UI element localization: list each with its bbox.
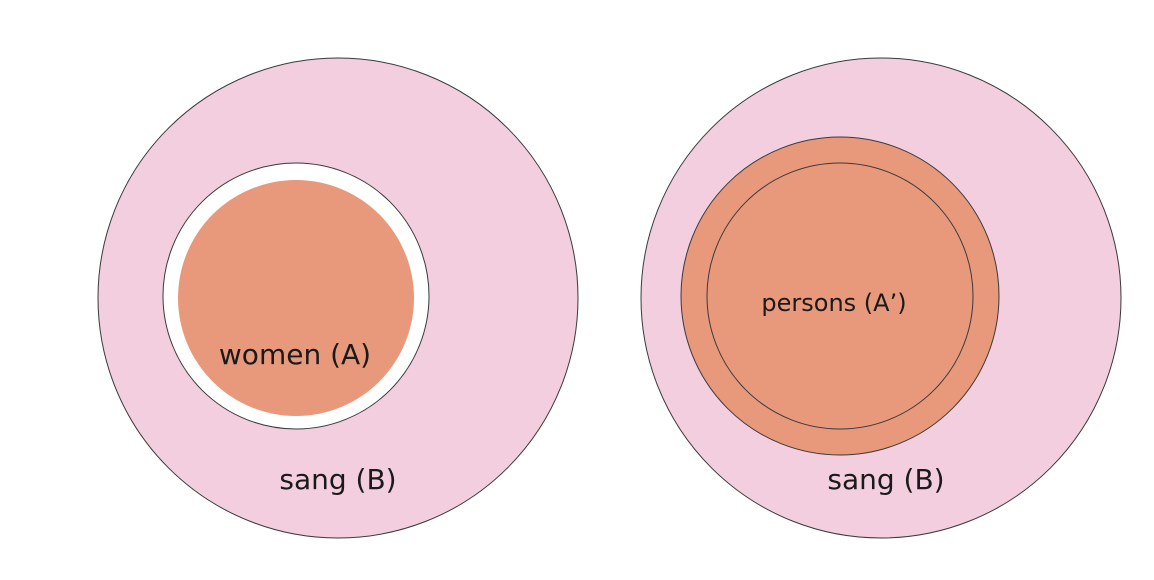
right-inner-label: persons (A’): [761, 289, 906, 317]
left-inner-circle-women: [178, 180, 414, 416]
left-diagram: women (A) sang (B): [97, 57, 579, 539]
right-outer-label: sang (B): [827, 463, 944, 496]
right-inner-filled-circle: [680, 136, 1000, 456]
right-diagram: persons (A’) sang (B): [640, 57, 1122, 539]
right-inner-outline-circle-persons: [706, 162, 974, 430]
left-inner-label: women (A): [219, 338, 371, 371]
left-outer-label: sang (B): [279, 463, 396, 496]
